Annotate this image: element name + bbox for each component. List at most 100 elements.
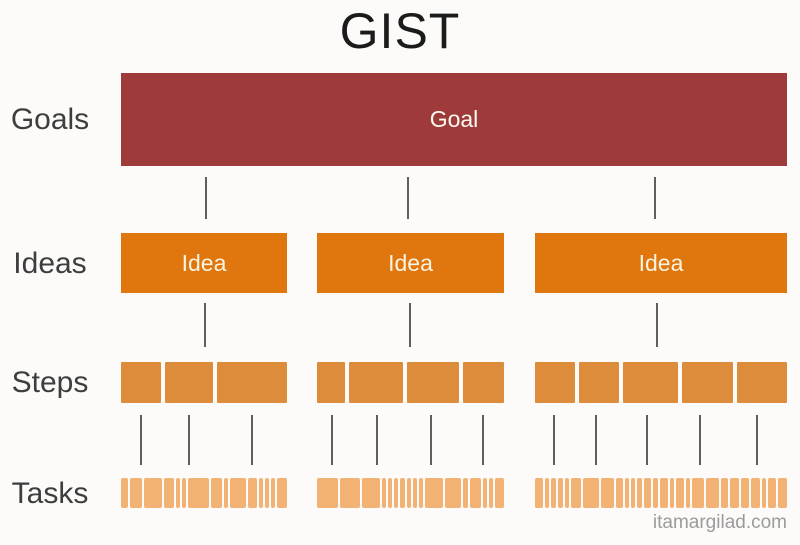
- task-bar: [494, 478, 505, 508]
- step-box: [217, 362, 287, 403]
- step-box: [407, 362, 459, 403]
- task-bar: [424, 478, 443, 508]
- task-bar: [130, 478, 143, 508]
- watermark-text: itamargilad.com: [652, 512, 787, 533]
- task-bar: [400, 478, 405, 508]
- step-box: [165, 362, 213, 403]
- idea-box-1: Idea: [121, 233, 287, 293]
- step-group-2: [317, 362, 504, 403]
- task-bar: [418, 478, 423, 508]
- task-bar: [317, 478, 339, 508]
- task-bar: [705, 478, 719, 508]
- task-bar: [582, 478, 599, 508]
- connector-line-ideas-to-steps: [409, 303, 411, 347]
- task-bar: [488, 478, 493, 508]
- task-bar: [720, 478, 728, 508]
- task-bar: [144, 478, 162, 508]
- task-bar: [615, 478, 624, 508]
- idea-box-3: Idea: [535, 233, 787, 293]
- connector-line-goal-to-ideas: [654, 177, 656, 219]
- connector-line-steps-to-tasks: [595, 415, 597, 465]
- task-bar: [469, 478, 481, 508]
- step-box: [121, 362, 161, 403]
- task-group-2: [317, 478, 505, 508]
- task-bar: [730, 478, 739, 508]
- task-bar: [564, 478, 569, 508]
- connector-line-steps-to-tasks: [376, 415, 378, 465]
- task-bar: [211, 478, 223, 508]
- step-box: [535, 362, 576, 403]
- task-bar: [230, 478, 246, 508]
- task-bar: [625, 478, 630, 508]
- task-bar: [653, 478, 659, 508]
- task-bar: [258, 478, 263, 508]
- connector-line-steps-to-tasks: [646, 415, 648, 465]
- task-bar: [570, 478, 581, 508]
- step-group-3: [535, 362, 787, 403]
- task-bar: [362, 478, 381, 508]
- task-bar: [660, 478, 669, 508]
- step-box: [463, 362, 504, 403]
- task-bar: [340, 478, 361, 508]
- task-bar: [676, 478, 685, 508]
- task-bar: [551, 478, 556, 508]
- connector-line-steps-to-tasks: [699, 415, 701, 465]
- task-bar: [558, 478, 563, 508]
- step-box: [349, 362, 403, 403]
- idea-box-label: Idea: [181, 249, 227, 276]
- task-bar: [412, 478, 417, 508]
- row-label-goals: Goals: [10, 103, 90, 136]
- connector-line-steps-to-tasks: [251, 415, 253, 465]
- task-bar: [224, 478, 229, 508]
- task-bar: [247, 478, 257, 508]
- goal-bar: Goal: [121, 73, 787, 166]
- connector-line-steps-to-tasks: [482, 415, 484, 465]
- task-bar: [778, 478, 787, 508]
- task-group-1: [121, 478, 287, 508]
- task-bar: [637, 478, 642, 508]
- task-bar: [535, 478, 544, 508]
- idea-box-2: Idea: [317, 233, 504, 293]
- task-group-3: [535, 478, 787, 508]
- task-bar: [406, 478, 411, 508]
- goal-bar-label: Goal: [429, 106, 479, 132]
- task-bar: [388, 478, 393, 508]
- task-bar: [692, 478, 704, 508]
- connector-line-steps-to-tasks: [430, 415, 432, 465]
- task-bar: [482, 478, 487, 508]
- task-bar: [181, 478, 186, 508]
- task-bar: [276, 478, 287, 508]
- step-group-1: [121, 362, 287, 403]
- task-bar: [644, 478, 652, 508]
- task-bar: [631, 478, 636, 508]
- step-box: [682, 362, 733, 403]
- idea-box-label: Idea: [638, 249, 684, 276]
- task-bar: [264, 478, 269, 508]
- row-label-steps: Steps: [11, 366, 89, 399]
- task-bar: [670, 478, 675, 508]
- row-label-ideas: Ideas: [13, 247, 87, 280]
- task-bar: [394, 478, 399, 508]
- task-bar: [187, 478, 210, 508]
- task-bar: [686, 478, 691, 508]
- task-bar: [444, 478, 461, 508]
- idea-box-label: Idea: [388, 249, 433, 276]
- task-bar: [163, 478, 174, 508]
- connector-line-steps-to-tasks: [188, 415, 190, 465]
- page-title: GIST: [339, 3, 461, 59]
- connector-line-ideas-to-steps: [656, 303, 658, 347]
- step-box: [317, 362, 345, 403]
- task-bar: [382, 478, 387, 508]
- task-bar: [270, 478, 275, 508]
- connector-line-steps-to-tasks: [756, 415, 758, 465]
- connector-line-steps-to-tasks: [140, 415, 142, 465]
- connector-line-steps-to-tasks: [331, 415, 333, 465]
- step-box: [622, 362, 679, 403]
- connector-line-steps-to-tasks: [553, 415, 555, 465]
- step-box: [579, 362, 619, 403]
- task-bar: [740, 478, 749, 508]
- connector-line-goal-to-ideas: [407, 177, 409, 219]
- task-bar: [600, 478, 614, 508]
- connector-line-ideas-to-steps: [204, 303, 206, 347]
